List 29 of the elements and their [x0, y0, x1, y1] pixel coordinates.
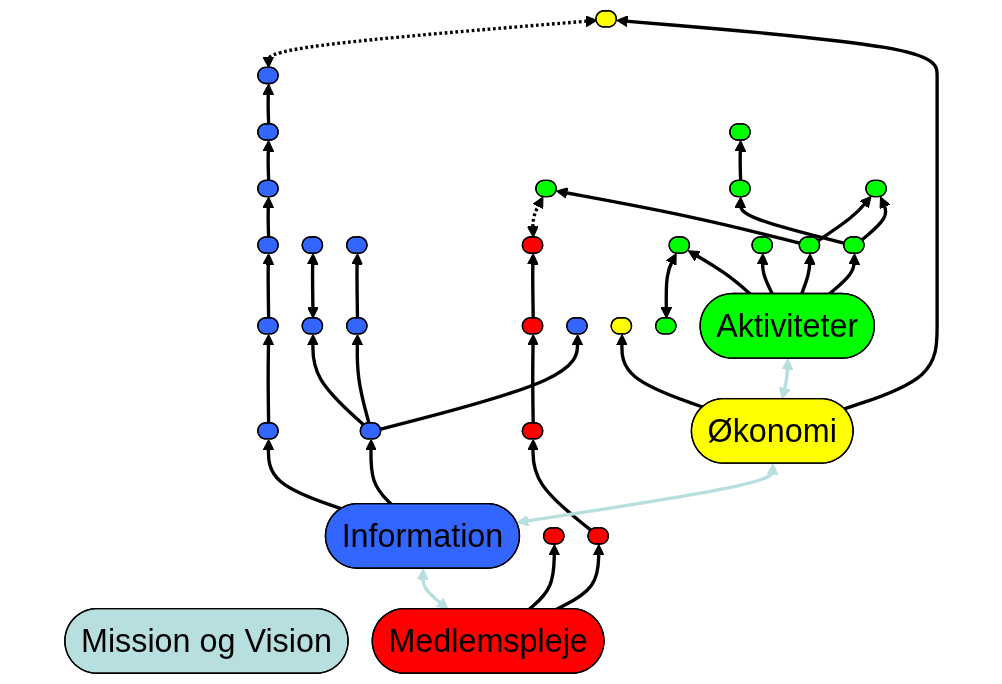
arrow: [660, 253, 677, 319]
arrow: [351, 334, 371, 424]
arrow: [527, 439, 593, 532]
arrow: [262, 83, 275, 125]
arrow: [262, 15, 598, 68]
arrow: [817, 195, 872, 242]
arrow: [262, 334, 275, 424]
arrow: [779, 358, 794, 400]
arrow: [800, 253, 816, 295]
arrow: [860, 196, 891, 242]
arrow: [556, 187, 801, 245]
arrow: [756, 253, 774, 295]
arrow: [527, 334, 539, 424]
arrow: [262, 140, 275, 182]
arrow: [380, 334, 584, 431]
arrow: [734, 140, 747, 182]
arrow: [351, 253, 364, 319]
arrow: [262, 196, 275, 238]
arrow: [616, 15, 939, 411]
arrow: [734, 196, 846, 245]
arrow: [262, 439, 343, 511]
arrow: [262, 253, 275, 319]
arrow: [516, 463, 779, 527]
arrow: [526, 196, 544, 238]
arrow: [306, 334, 366, 427]
arrow: [526, 253, 539, 319]
arrow: [306, 253, 319, 319]
arrow: [416, 568, 449, 610]
arrow: [615, 334, 704, 409]
